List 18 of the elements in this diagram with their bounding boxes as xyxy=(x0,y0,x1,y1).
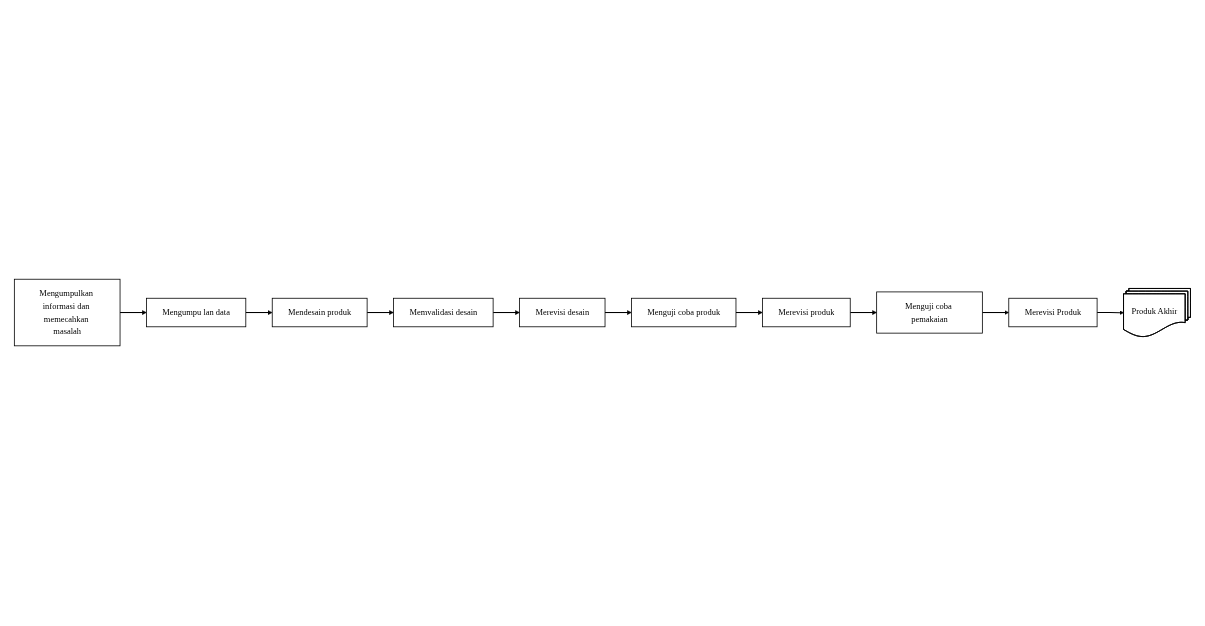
node-box: Menguji coba pemakaian xyxy=(876,292,983,334)
node-box: Merevisi desain xyxy=(519,298,606,328)
arrow xyxy=(119,310,147,316)
arrow xyxy=(492,310,520,316)
node-box: Mengumpulkan informasi dan memecahkan masalah xyxy=(14,279,121,347)
node-box: Memvalidasi desain xyxy=(393,298,494,328)
arrow xyxy=(1096,310,1125,316)
arrow xyxy=(604,310,632,316)
arrow xyxy=(245,310,273,316)
node-box: Mengumpu lan data xyxy=(146,298,247,328)
node-box: Mendesain produk xyxy=(271,298,368,328)
arrow xyxy=(366,310,394,316)
arrow xyxy=(735,310,763,316)
node-box: Merevisi Produk xyxy=(1008,298,1098,328)
node-box: Merevisi produk xyxy=(762,298,851,328)
node-box: Menguji coba produk xyxy=(631,298,737,328)
arrow xyxy=(981,310,1010,316)
arrow xyxy=(849,310,877,316)
